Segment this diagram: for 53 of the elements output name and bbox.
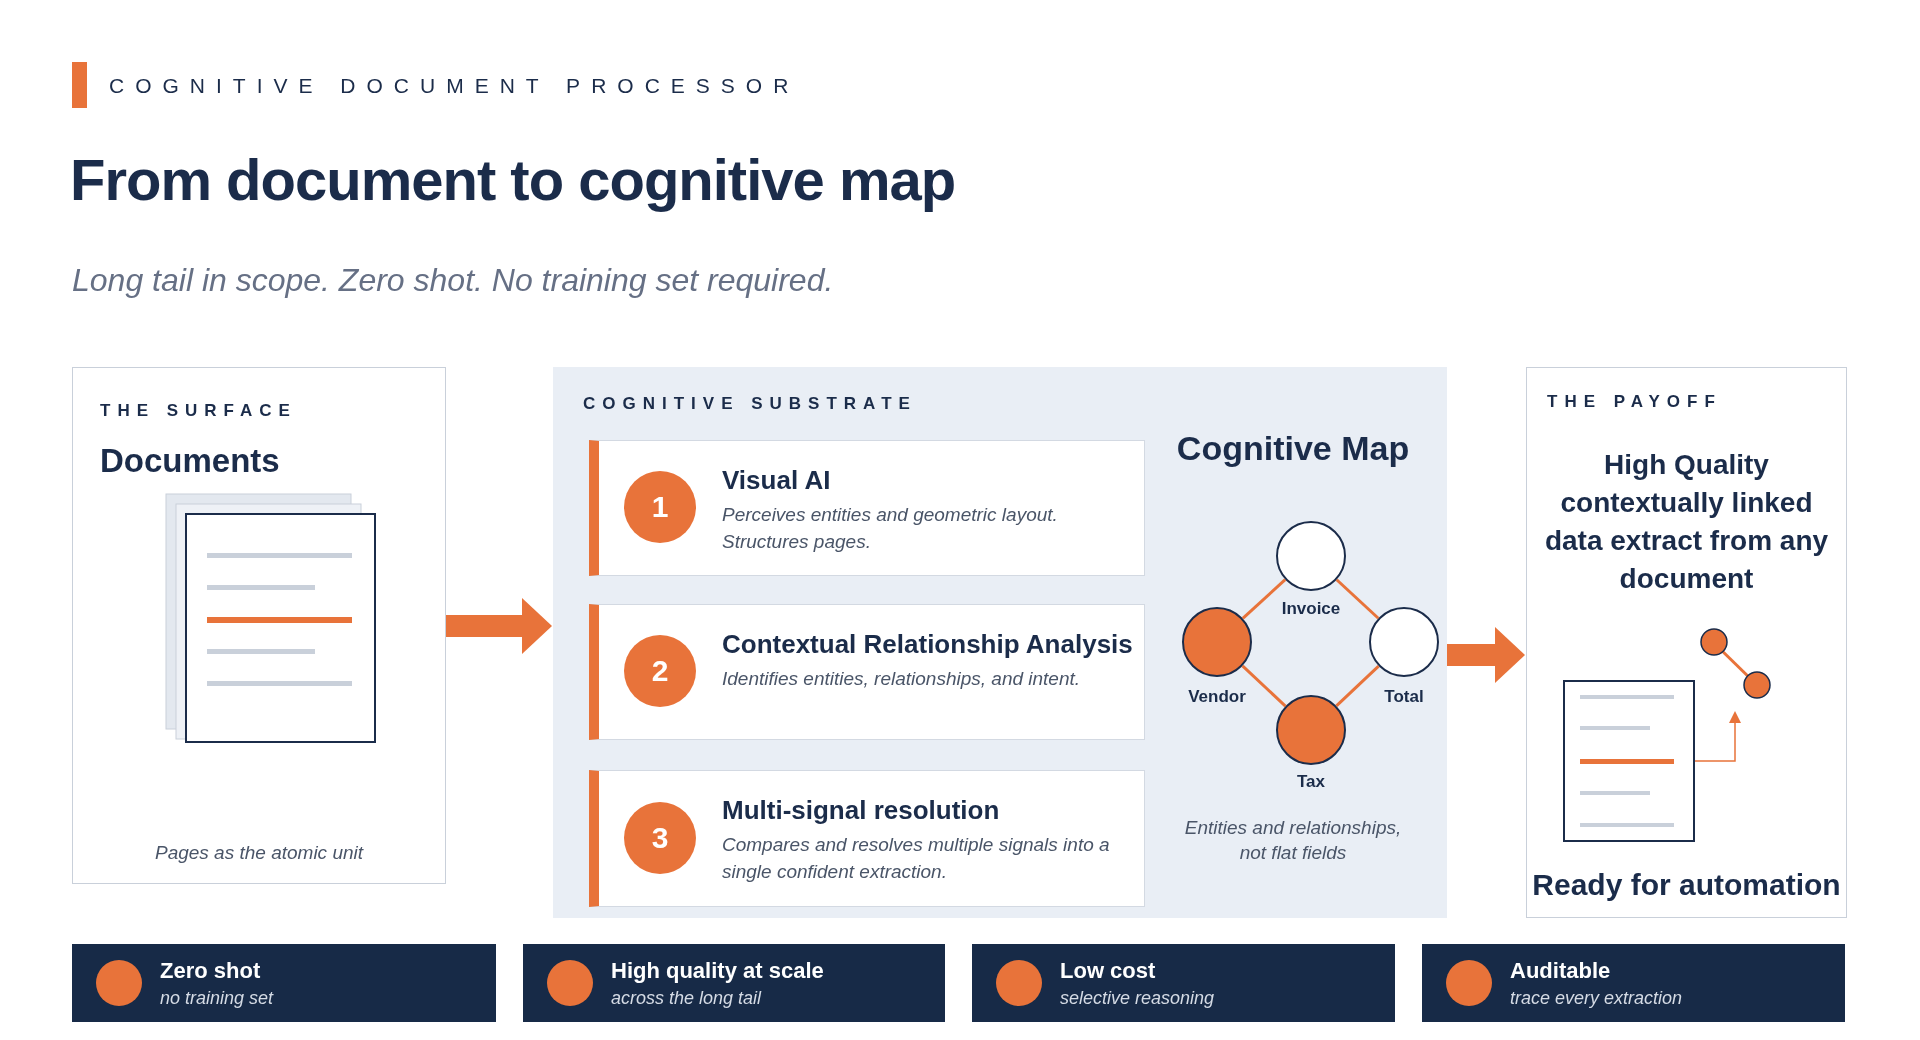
relationship-line <box>1241 664 1287 708</box>
benefit-note: no training set <box>160 988 274 1009</box>
panel-caption: Pages as the atomic unit <box>153 842 365 864</box>
relationship-line <box>1335 664 1380 708</box>
entity-circle <box>1276 695 1346 765</box>
map-caption: Entities and relationships, not flat fields <box>1183 816 1403 865</box>
flow-arrow <box>446 598 552 654</box>
entity-label: Tax <box>1295 772 1326 792</box>
step-title: Multi-signal resolution <box>722 795 1000 826</box>
step-description: Compares and resolves multiple signals into a single confident extraction. <box>722 833 1111 884</box>
benefit-bar <box>1422 944 1845 1022</box>
step-description: Identifies entities, relationships, and intent. <box>722 667 1082 691</box>
step-card <box>589 770 1145 907</box>
panel-label: THE PAYOFF <box>1547 392 1722 412</box>
flow-arrow <box>1447 627 1525 683</box>
relationship-line <box>1241 578 1287 620</box>
entity-circle <box>1276 521 1346 591</box>
benefit-bar <box>72 944 496 1022</box>
entity-label: Vendor <box>1187 687 1247 707</box>
subtitle: Long tail in scope. Zero shot. No training set required. <box>72 262 834 299</box>
relationship-line <box>1335 578 1380 620</box>
step-number: 3 <box>624 801 696 874</box>
step-number: 1 <box>624 471 696 543</box>
benefit-note: trace every extraction <box>1510 988 1683 1009</box>
panel-heading: Documents <box>100 442 280 480</box>
benefit-title: Zero shot <box>160 958 261 984</box>
benefit-title: High quality at scale <box>611 958 824 984</box>
panel-label: THE SURFACE <box>100 401 297 421</box>
entity-label: Total <box>1383 687 1425 707</box>
benefit-bar <box>523 944 945 1022</box>
eyebrow-text: COGNITIVE DOCUMENT PROCESSOR <box>109 74 800 98</box>
panel-footer: Ready for automation <box>1527 868 1846 902</box>
benefit-title: Auditable <box>1510 958 1611 984</box>
step-card <box>589 440 1145 576</box>
benefit-title: Low cost <box>1060 958 1156 984</box>
panel-heading: High Quality contextually linked data extract from any document <box>1543 448 1830 596</box>
entity-label: Invoice <box>1280 599 1342 619</box>
panel <box>553 367 1447 918</box>
entity-circle <box>1369 607 1439 677</box>
title: From document to cognitive map <box>70 146 956 213</box>
section-heading: Cognitive Map <box>1175 429 1411 468</box>
entity-circle <box>1182 607 1252 677</box>
panel <box>72 367 446 884</box>
panel <box>1526 367 1847 918</box>
benefit-note: selective reasoning <box>1060 988 1215 1009</box>
benefit-bar <box>972 944 1395 1022</box>
step-number: 2 <box>624 635 696 707</box>
step-title: Contextual Relationship Analysis <box>722 629 1133 660</box>
step-card <box>589 604 1145 740</box>
step-description: Perceives entities and geometric layout. Structures pages. <box>722 503 1059 554</box>
panel-label: COGNITIVE SUBSTRATE <box>583 394 917 414</box>
step-title: Visual AI <box>722 465 831 496</box>
benefit-note: across the long tail <box>611 988 762 1009</box>
